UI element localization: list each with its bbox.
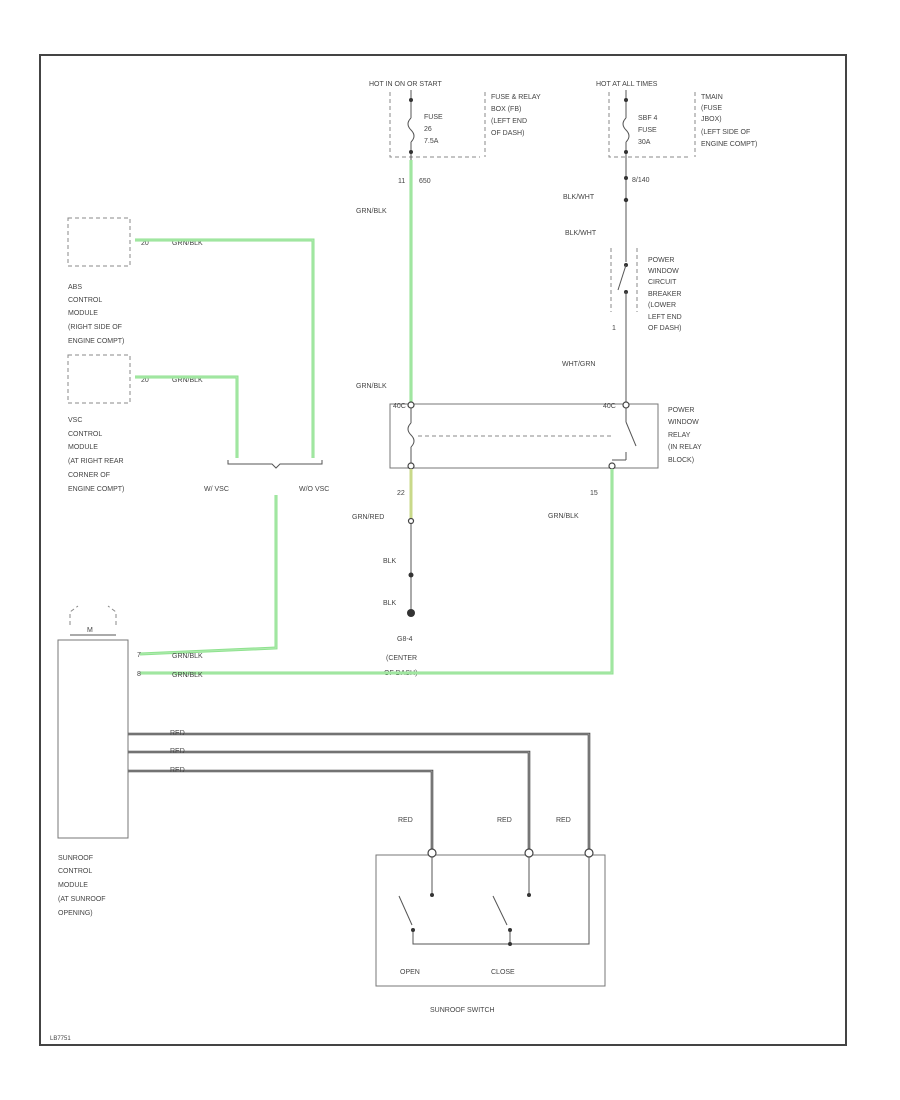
breaker-pin: 1 — [612, 325, 616, 332]
fuse-wire-circuit: 650 — [419, 178, 431, 185]
sunroof-module-label-line: MODULE — [58, 882, 88, 889]
pdc-location-line: (LEFT SIDE OF — [701, 129, 750, 136]
footer-code: LB7751 — [50, 1036, 71, 1042]
sunroof-module-label-line: CONTROL — [58, 868, 92, 875]
sunroof-module-label-line: SUNROOF — [58, 855, 93, 862]
fuse-wire-code: 11 — [398, 178, 405, 185]
sunroof-control-module: M 7 8 GRN/BLK GRN/BLK SUNROOF CONTROL MO… — [57, 605, 203, 917]
relay-bottom-pin-left: 22 — [397, 490, 405, 497]
sunroof-module-label-line: OPENING) — [58, 910, 93, 917]
fuse-box-location-line: OF DASH) — [491, 130, 524, 137]
pdc-location-line: TMAIN — [701, 94, 723, 101]
abs-label-line: ABS — [68, 284, 82, 291]
breaker-label-line: (LOWER — [648, 302, 676, 309]
module-out-wire-3: RED — [170, 767, 185, 774]
fuse-right-line: FUSE — [638, 127, 657, 134]
power-window-relay: 40C 40C POWER WINDOW RELAY (IN RELAY BLO… — [389, 401, 702, 470]
fuse-left-line: 7.5A — [424, 138, 439, 145]
fuse-box-left: FUSE 26 7.5A FUSE & RELAY BOX (FB) (LEFT… — [389, 90, 541, 160]
fuse-box-right: SBF 4 FUSE 30A TMAIN (FUSE JBOX) (LEFT S… — [608, 90, 757, 162]
fuse-box-location-line: FUSE & RELAY — [491, 94, 541, 101]
fuse-box-location-line: (LEFT END — [491, 118, 527, 125]
switch-close-label: CLOSE — [491, 969, 515, 976]
ground-label-line: (CENTER — [386, 655, 417, 662]
vsc-wire: GRN/BLK — [172, 377, 203, 384]
switch-title: SUNROOF SWITCH — [430, 1007, 495, 1014]
abs-label-line: ENGINE COMPT) — [68, 338, 124, 345]
module-pin-1: 7 — [137, 652, 141, 659]
fuse-right-line: 30A — [638, 139, 651, 146]
breaker-label-line: WINDOW — [648, 268, 679, 275]
switch-open-label: OPEN — [400, 969, 420, 976]
module-wire-2: GRN/BLK — [172, 672, 203, 679]
abs-wire: GRN/BLK — [172, 240, 203, 247]
ground-label-line: G8-4 — [397, 636, 413, 643]
relay-left-wire: GRN/BLK — [356, 383, 387, 390]
fuse-left-line: 26 — [424, 126, 432, 133]
breaker-label-line: CIRCUIT — [648, 279, 677, 286]
fuse-left-line: FUSE — [424, 114, 443, 121]
sunroof-module-label-line: (AT SUNROOF — [58, 896, 106, 903]
breaker-label-line: LEFT END — [648, 314, 682, 321]
sunroof-switch: OPEN CLOSE — [375, 848, 606, 987]
vsc-pin: 20 — [141, 377, 149, 384]
relay-bottom-pin-right: 15 — [590, 490, 598, 497]
switch-wire-3: RED — [556, 817, 571, 824]
abs-pin: 20 — [141, 240, 149, 247]
vsc-module: 20 GRN/BLK VSC CONTROL MODULE (AT RIGHT … — [67, 354, 239, 493]
relay-label-line: (IN RELAY — [668, 444, 702, 451]
pdc-location-line: (FUSE — [701, 105, 722, 112]
fuse-right-line: SBF 4 — [638, 115, 658, 122]
fuse-box-location-line: BOX (FB) — [491, 106, 521, 113]
diagram-frame — [39, 54, 847, 1046]
module-wire-1: GRN/BLK — [172, 653, 203, 660]
relay-bottom-left-wire: GRN/RED — [352, 514, 384, 521]
module-out-wire-1: RED — [170, 730, 185, 737]
module-connector-label: M — [87, 627, 93, 634]
vsc-label-line: CONTROL — [68, 431, 102, 438]
breaker-out-wire: WHT/GRN — [562, 361, 595, 368]
splice-right-label: W/O VSC — [299, 486, 329, 493]
switch-wire-1: RED — [398, 817, 413, 824]
ground-wire-2: BLK — [383, 600, 397, 607]
pdc-wire-1: BLK/WHT — [563, 194, 595, 201]
pdc-wire-2: BLK/WHT — [565, 230, 597, 237]
vsc-label-line: CORNER OF — [68, 472, 110, 479]
relay-right-pin: 40C — [603, 403, 616, 410]
breaker-feed: 8/140 BLK/WHT BLK/WHT 1 WHT/GRN POWER WI… — [562, 162, 682, 402]
abs-label-line: MODULE — [68, 310, 98, 317]
ground-path: BLK BLK G8-4 (CENTER OF DASH) — [383, 469, 417, 677]
abs-label-line: CONTROL — [68, 297, 102, 304]
relay-left-pin: 40C — [393, 403, 406, 410]
abs-module: 20 GRN/BLK ABS CONTROL MODULE (RIGHT SID… — [67, 217, 315, 458]
pdc-location-line: ENGINE COMPT) — [701, 141, 757, 148]
relay-bottom-right-wire: GRN/BLK — [548, 513, 579, 520]
option-splice: W/ VSC W/O VSC — [139, 460, 329, 656]
fuse-wire-color: GRN/BLK — [356, 208, 387, 215]
relay-label-line: WINDOW — [668, 419, 699, 426]
vsc-label-line: VSC — [68, 417, 82, 424]
pdc-pin: 8/140 — [632, 177, 650, 184]
pdc-location-line: JBOX) — [701, 116, 722, 123]
module-pin-2: 8 — [137, 671, 141, 678]
splice-left-label: W/ VSC — [204, 486, 229, 493]
relay-label-line: BLOCK) — [668, 457, 694, 464]
switch-wire-2: RED — [497, 817, 512, 824]
breaker-label-line: POWER — [648, 257, 674, 264]
breaker-label-line: OF DASH) — [648, 325, 681, 332]
red-wires: RED RED RED RED RED RED — [128, 730, 591, 850]
relay-label-line: RELAY — [668, 432, 691, 439]
vsc-label-line: MODULE — [68, 444, 98, 451]
right-source-label: HOT AT ALL TIMES — [596, 81, 658, 88]
abs-label-line: (RIGHT SIDE OF — [68, 324, 122, 331]
vsc-label-line: ENGINE COMPT) — [68, 486, 124, 493]
vsc-label-line: (AT RIGHT REAR — [68, 458, 124, 465]
module-out-wire-2: RED — [170, 748, 185, 755]
relay-label-line: POWER — [668, 407, 694, 414]
breaker-label-line: BREAKER — [648, 291, 681, 298]
left-source-label: HOT IN ON OR START — [369, 81, 442, 88]
ground-point-icon — [407, 609, 415, 617]
ground-wire-1: BLK — [383, 558, 397, 565]
